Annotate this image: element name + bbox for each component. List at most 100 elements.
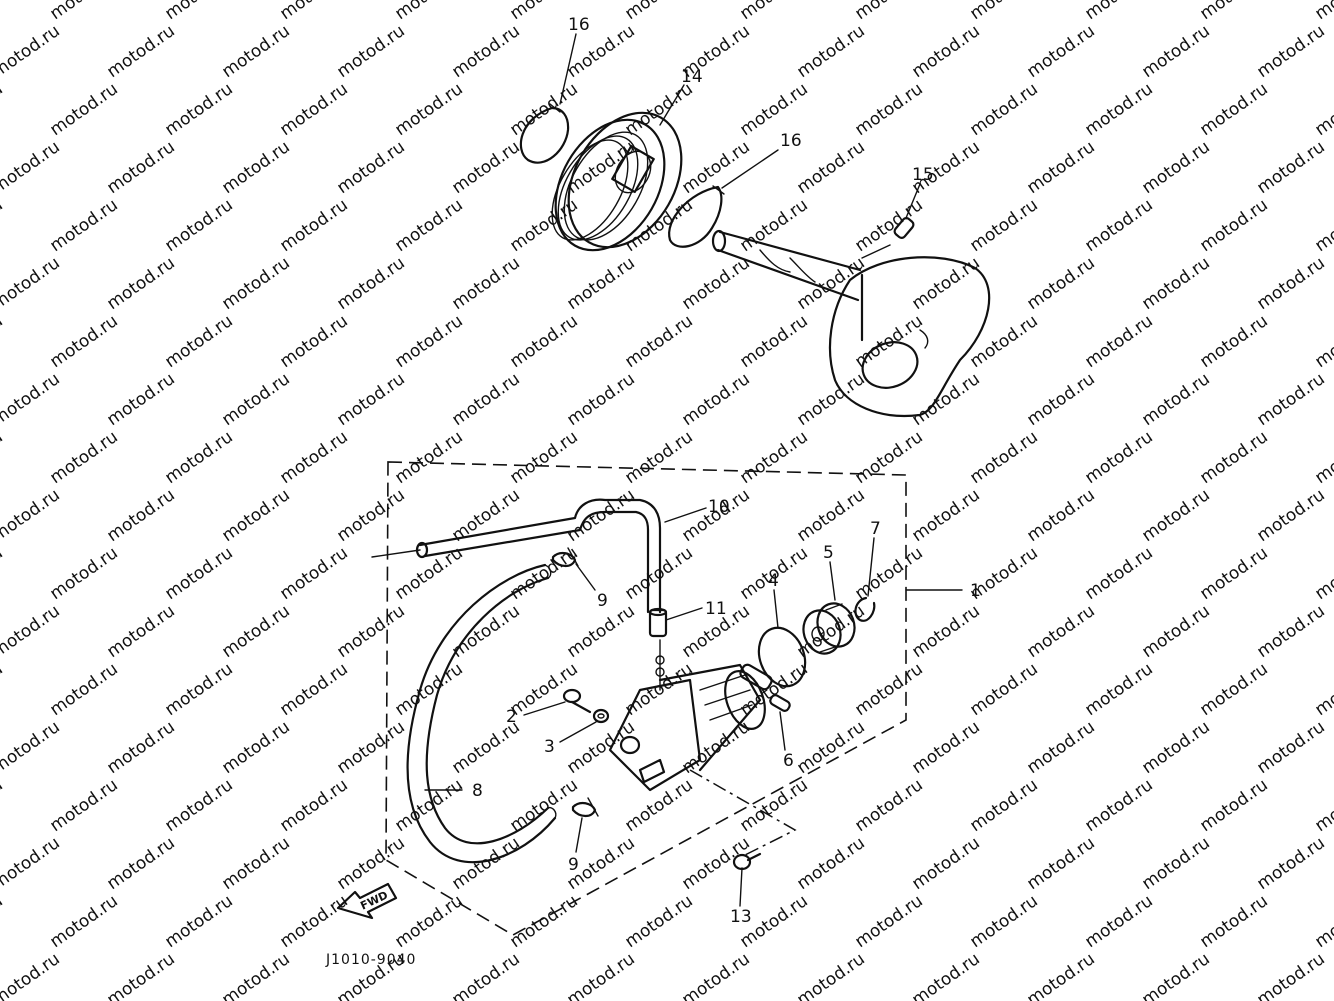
watermark-text: motod.ru <box>333 601 408 662</box>
watermark-text: motod.ru <box>1196 543 1271 604</box>
watermark-text: motod.ru <box>621 891 696 952</box>
watermark-text: motod.ru <box>1253 717 1328 778</box>
watermark-text: motod.ru <box>391 0 466 24</box>
watermark-text: motod.ru <box>0 891 7 952</box>
watermark-text: motod.ru <box>333 485 408 546</box>
callout-16-right: 16 <box>780 131 802 151</box>
watermark-text: motod.ru <box>678 253 753 314</box>
watermark-text: motod.ru <box>0 601 64 662</box>
watermark-text: motod.ru <box>0 949 64 1001</box>
watermark-text: motod.ru <box>563 949 638 1001</box>
watermark-text: motod.ru <box>1253 21 1328 82</box>
watermark-text: motod.ru <box>1196 427 1271 488</box>
watermark-text: motod.ru <box>793 137 868 198</box>
watermark-text: motod.ru <box>391 311 466 372</box>
watermark-text: motod.ru <box>218 137 293 198</box>
watermark-text: motod.ru <box>333 369 408 430</box>
watermark-text: motod.ru <box>103 369 178 430</box>
watermark-text: motod.ru <box>1081 195 1156 256</box>
part-13-screw <box>732 852 762 871</box>
watermark-text: motod.ru <box>1253 369 1328 430</box>
watermark-text: motod.ru <box>736 427 811 488</box>
watermark-text: motod.ru <box>1081 543 1156 604</box>
watermark-text: motod.ru <box>908 369 983 430</box>
watermark-text: motod.ru <box>103 949 178 1001</box>
watermark-text: motod.ru <box>966 311 1041 372</box>
oil-pump-body <box>608 639 797 856</box>
part-7-circlip <box>854 596 876 622</box>
watermark-text: motod.ru <box>506 311 581 372</box>
watermark-text: motod.ru <box>908 949 983 1001</box>
watermark-text: motod.ru <box>1023 485 1098 546</box>
watermark-text: motod.ru <box>46 775 121 836</box>
watermark-text: motod.ru <box>218 369 293 430</box>
callout-8: 8 <box>472 781 483 801</box>
watermark-text: motod.ru <box>46 0 121 24</box>
watermark-text: motod.ru <box>276 311 351 372</box>
watermark-text: motod.ru <box>1081 775 1156 836</box>
watermark-text: motod.ru <box>793 833 868 894</box>
watermark-text: motod.ru <box>506 775 581 836</box>
watermark-text: motod.ru <box>161 195 236 256</box>
watermark-text: motod.ru <box>678 369 753 430</box>
crankshaft-cover <box>711 229 991 417</box>
watermark-text: motod.ru <box>103 717 178 778</box>
watermark-text: motod.ru <box>851 891 926 952</box>
watermark-text: motod.ru <box>0 311 7 372</box>
callout-16-left: 16 <box>568 15 590 35</box>
watermark-text: motod.ru <box>851 0 926 24</box>
watermark-text: motod.ru <box>0 427 7 488</box>
watermark-text: motod.ru <box>908 485 983 546</box>
watermark-text: motod.ru <box>851 79 926 140</box>
watermark-text: motod.ru <box>448 949 523 1001</box>
watermark-text: motod.ru <box>1311 775 1334 836</box>
watermark-text: motod.ru <box>276 0 351 24</box>
callout-5: 5 <box>823 543 834 563</box>
part-4-o-ring <box>757 626 807 688</box>
part-14-pulley <box>551 111 683 252</box>
watermark-text: motod.ru <box>0 543 7 604</box>
watermark-text: motod.ru <box>621 79 696 140</box>
callout-9-upper: 9 <box>597 591 608 611</box>
watermark-text: motod.ru <box>218 253 293 314</box>
watermark-text: motod.ru <box>218 949 293 1001</box>
watermark-text: motod.ru <box>0 775 7 836</box>
watermark-text: motod.ru <box>793 369 868 430</box>
watermark-text: motod.ru <box>563 369 638 430</box>
watermark-text: motod.ru <box>391 195 466 256</box>
watermark-text: motod.ru <box>966 775 1041 836</box>
watermark-text: motod.ru <box>1196 0 1271 24</box>
watermark-text: motod.ru <box>103 601 178 662</box>
watermark-text: motod.ru <box>218 601 293 662</box>
watermark-text: motod.ru <box>46 427 121 488</box>
watermark-text: motod.ru <box>103 137 178 198</box>
watermark-text: motod.ru <box>1138 717 1213 778</box>
watermark-text: motod.ru <box>908 21 983 82</box>
callout-2: 2 <box>506 707 517 727</box>
watermark-text: motod.ru <box>391 659 466 720</box>
watermark-text: motod.ru <box>448 21 523 82</box>
watermark-text: motod.ru <box>46 79 121 140</box>
watermark-text: motod.ru <box>103 253 178 314</box>
watermark-text: motod.ru <box>966 891 1041 952</box>
watermark-text: motod.ru <box>736 311 811 372</box>
diagram-code: J1010-9040 <box>325 952 416 968</box>
watermark-text: motod.ru <box>103 485 178 546</box>
watermark-text: motod.ru <box>506 79 581 140</box>
part-2-screw <box>562 688 592 714</box>
watermark-text: motod.ru <box>0 0 7 24</box>
watermark-text: motod.ru <box>1138 949 1213 1001</box>
watermark-text: motod.ru <box>1196 775 1271 836</box>
watermark-text: motod.ru <box>1138 485 1213 546</box>
watermark-text: motod.ru <box>1138 21 1213 82</box>
watermark-text: motod.ru <box>218 717 293 778</box>
watermark-text: motod.ru <box>103 833 178 894</box>
watermark-text: motod.ru <box>793 717 868 778</box>
watermark-text: motod.ru <box>448 601 523 662</box>
part-5-gear <box>802 602 856 655</box>
watermark-text: motod.ru <box>0 21 64 82</box>
watermark-text: motod.ru <box>1311 543 1334 604</box>
watermark-text: motod.ru <box>966 659 1041 720</box>
watermark-text: motod.ru <box>1138 369 1213 430</box>
watermark-text: motod.ru <box>0 137 64 198</box>
